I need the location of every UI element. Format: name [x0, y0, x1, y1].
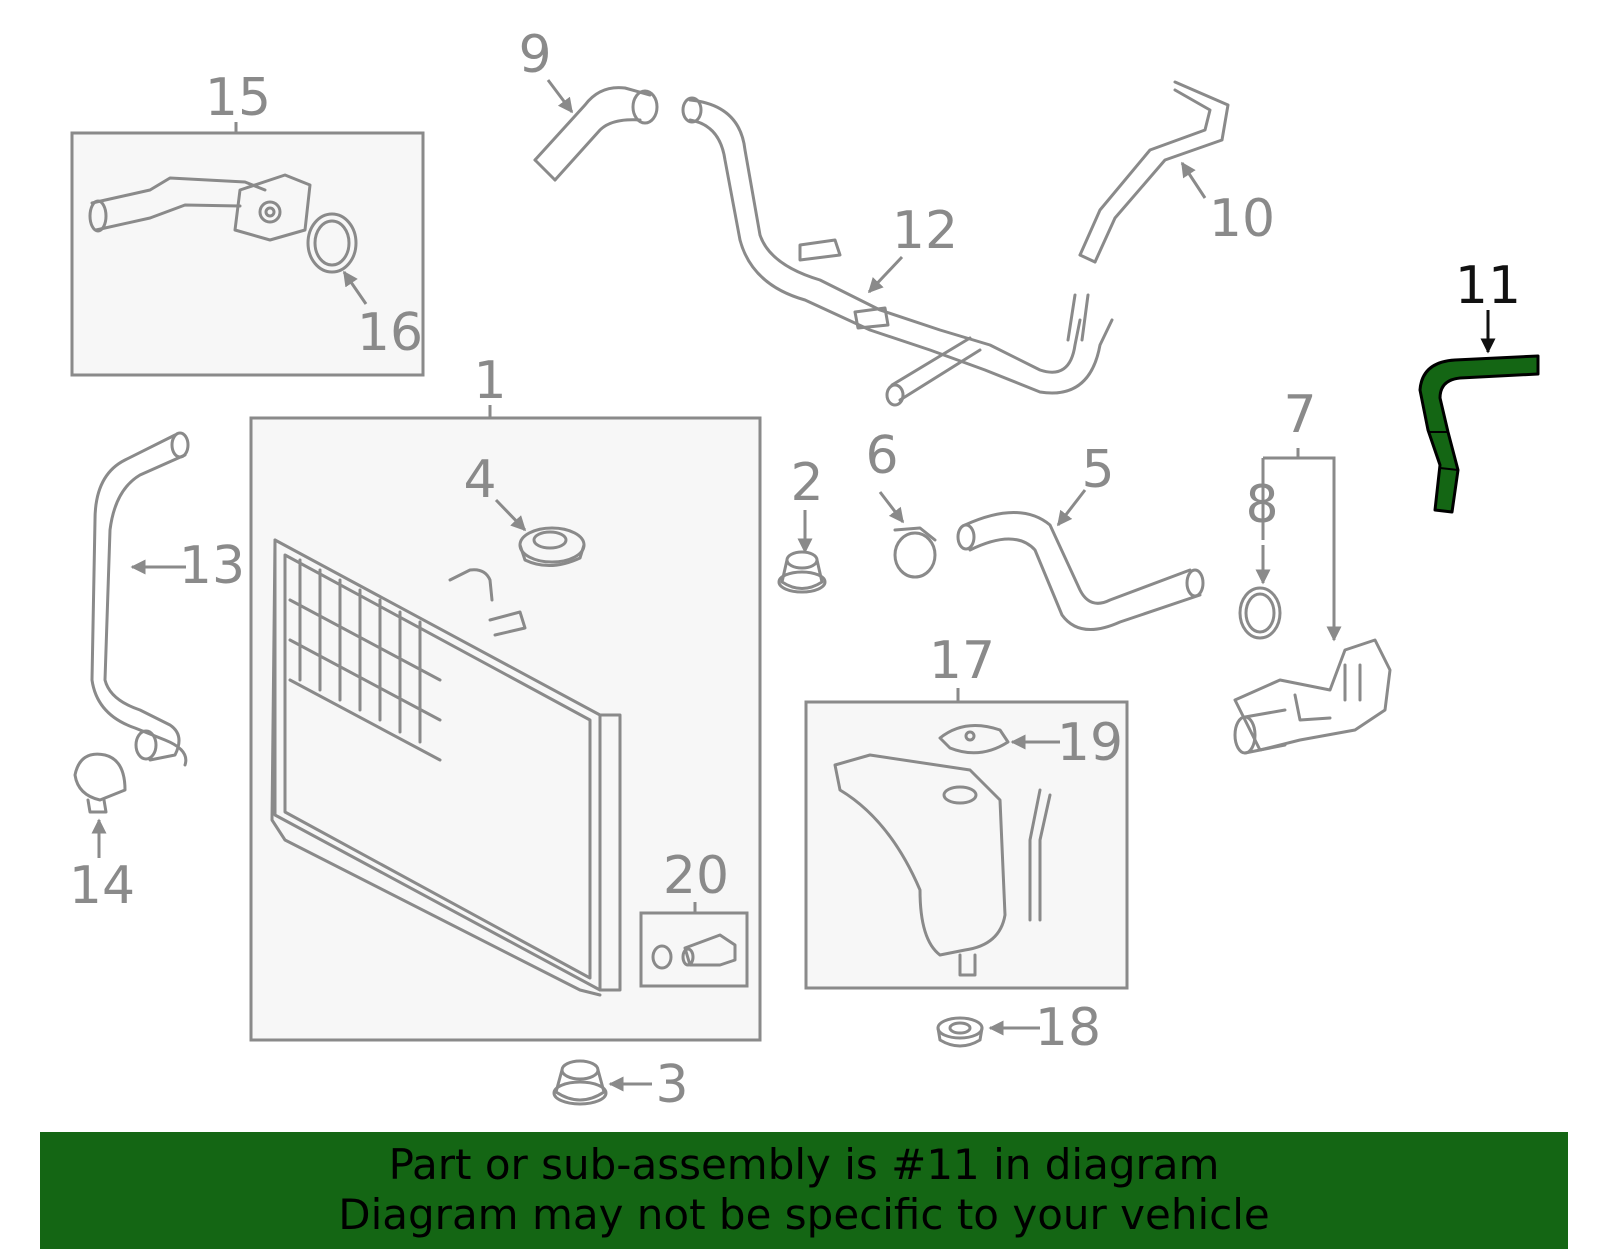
- part-1-radiator: [270, 538, 622, 997]
- callout-18: 18: [1035, 998, 1101, 1058]
- part-7-thermostat-housing: [1233, 638, 1392, 755]
- part-20-drain-cock: [651, 933, 737, 970]
- callout-16: 16: [357, 303, 423, 363]
- callout-9: 9: [518, 25, 551, 85]
- callout-17: 17: [929, 631, 995, 691]
- callout-2: 2: [790, 453, 823, 513]
- part-5-hose: [956, 511, 1205, 632]
- callout-8: 8: [1245, 475, 1278, 535]
- part-6-clamp: [893, 526, 937, 579]
- callout-11: 11: [1455, 256, 1521, 316]
- part-8-o-ring: [1238, 586, 1282, 640]
- part-19-reservoir-cap: [938, 724, 1010, 755]
- part-16-o-ring: [306, 212, 358, 274]
- part-13-radiator-hose: [90, 431, 190, 767]
- group-box-17: [804, 700, 1129, 990]
- callout-19: 19: [1057, 713, 1123, 773]
- part-4-radiator-cap: [518, 526, 586, 567]
- banner-line-1: Part or sub-assembly is #11 in diagram: [388, 1140, 1220, 1189]
- callout-1: 1: [473, 351, 506, 411]
- callout-13: 13: [179, 536, 245, 596]
- part-18-grommet: [936, 1016, 984, 1048]
- group-box-15: [70, 131, 425, 377]
- banner-line-2: Diagram may not be specific to your vehi…: [338, 1190, 1270, 1239]
- callout-6: 6: [865, 426, 898, 486]
- callout-4: 4: [463, 450, 496, 510]
- part-14-clamp: [73, 752, 127, 814]
- part-10-pipe: [1078, 80, 1230, 264]
- callout-14: 14: [69, 856, 135, 916]
- part-2-cushion: [777, 550, 827, 594]
- callout-15: 15: [205, 68, 271, 128]
- part-3-cushion: [552, 1059, 608, 1106]
- part-12-water-pipe: [681, 96, 1114, 407]
- part-11-hose-highlighted: [1418, 354, 1540, 514]
- callout-12: 12: [892, 201, 958, 261]
- callout-10: 10: [1209, 189, 1275, 249]
- part-9-hose: [533, 86, 659, 182]
- callout-3: 3: [655, 1055, 688, 1115]
- callout-7: 7: [1283, 385, 1316, 445]
- part-17-reservoir-tank: [833, 753, 1052, 977]
- highlight-banner: Part or sub-assembly is #11 in diagram D…: [40, 1132, 1568, 1249]
- part-15-water-outlet: [88, 173, 312, 242]
- callout-5: 5: [1081, 440, 1114, 500]
- callout-20: 20: [663, 846, 729, 906]
